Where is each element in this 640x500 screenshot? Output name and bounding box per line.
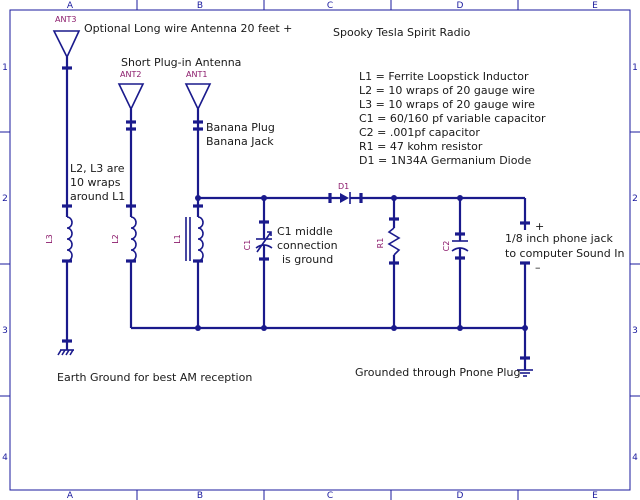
frame-row-1-left: 1	[2, 63, 8, 73]
junction-l1-bottom	[195, 325, 201, 331]
junction-jack-bottom	[522, 325, 528, 331]
frame-col-c-bottom: C	[327, 491, 333, 500]
frame-col-a-bottom: A	[67, 491, 74, 500]
junction-c1-bottom	[261, 325, 267, 331]
resistor-r1	[387, 198, 401, 328]
phone-ground-note: Grounded through Pnone Plug	[355, 366, 520, 379]
junction-c2-bottom	[457, 325, 463, 331]
ant1-ref: ANT1	[186, 70, 207, 79]
antenna-ant2	[117, 83, 145, 206]
phone-jack	[520, 198, 530, 370]
c1-note-line1: C1 middle	[277, 225, 333, 238]
frame-row-2-right: 2	[632, 194, 638, 204]
earth-ground-icon	[57, 341, 74, 356]
short-antenna-note: Short Plug-in Antenna	[121, 56, 241, 69]
capacitor-c2	[451, 198, 469, 328]
frame-col-b-top: B	[197, 1, 203, 11]
inductor-l2	[126, 204, 137, 328]
antenna-ant3	[52, 30, 81, 206]
frame-row-4-right: 4	[632, 453, 638, 463]
inductor-l1	[185, 198, 204, 328]
frame-col-d-top: D	[457, 1, 464, 11]
l2l3-note-line1: L2, L3 are	[70, 162, 125, 175]
frame-row-3-left: 3	[2, 326, 8, 336]
frame-col-e-bottom: E	[592, 491, 598, 500]
inductor-l3	[62, 204, 73, 343]
banana-jack-note: Banana Jack	[206, 135, 274, 148]
legend-line-d1: D1 = 1N34A Germanium Diode	[359, 154, 531, 167]
d1-ref: D1	[338, 182, 349, 191]
frame-col-d-bottom: D	[457, 491, 464, 500]
diagram-title: Spooky Tesla Spirit Radio	[333, 26, 471, 39]
legend-line-l1: L1 = Ferrite Loopstick Inductor	[359, 70, 529, 83]
frame-row-2-left: 2	[2, 194, 8, 204]
frame-col-b-bottom: B	[197, 491, 203, 500]
capacitor-c1	[255, 198, 273, 328]
c1-note-line2: connection	[277, 239, 338, 252]
l1-ref: L1	[173, 234, 182, 244]
frame-row-1-right: 1	[632, 63, 638, 73]
legend-line-c2: C2 = .001pf capacitor	[359, 126, 480, 139]
frame-row-4-left: 4	[2, 453, 8, 463]
banana-plug-note: Banana Plug	[206, 121, 275, 134]
legend-line-r1: R1 = 47 kohm resistor	[359, 140, 483, 153]
jack-minus-label: –	[535, 261, 541, 274]
frame-col-c-top: C	[327, 1, 333, 11]
jack-note-line2: to computer Sound In	[505, 247, 624, 260]
l3-ref: L3	[45, 234, 54, 244]
legend-line-c1: C1 = 60/160 pf variable capacitor	[359, 112, 546, 125]
diode-d1	[328, 192, 363, 204]
frame-col-a-top: A	[67, 1, 74, 11]
antenna-ant1	[184, 83, 212, 198]
long-wire-note: Optional Long wire Antenna 20 feet +	[84, 22, 292, 35]
l2-ref: L2	[111, 234, 120, 244]
earth-ground-note: Earth Ground for best AM reception	[57, 371, 252, 384]
legend-line-l3: L3 = 10 wraps of 20 gauge wire	[359, 98, 535, 111]
junction-l1-top	[195, 195, 201, 201]
jack-note-line1: 1/8 inch phone jack	[505, 232, 614, 245]
frame-col-e-top: E	[592, 1, 598, 11]
jack-plus-label: +	[535, 220, 544, 233]
frame-row-3-right: 3	[632, 326, 638, 336]
c1-ref: C1	[243, 240, 252, 251]
c2-ref: C2	[442, 241, 451, 252]
ant2-ref: ANT2	[120, 70, 141, 79]
r1-ref: R1	[376, 238, 385, 249]
ant3-ref: ANT3	[55, 15, 76, 24]
ground-icon	[517, 369, 533, 377]
l2l3-note-line2: 10 wraps	[70, 176, 121, 189]
l2l3-note-line3: around L1	[70, 190, 125, 203]
c1-note-line3: is ground	[282, 253, 333, 266]
junction-r1-bottom	[391, 325, 397, 331]
legend-line-l2: L2 = 10 wraps of 20 gauge wire	[359, 84, 535, 97]
